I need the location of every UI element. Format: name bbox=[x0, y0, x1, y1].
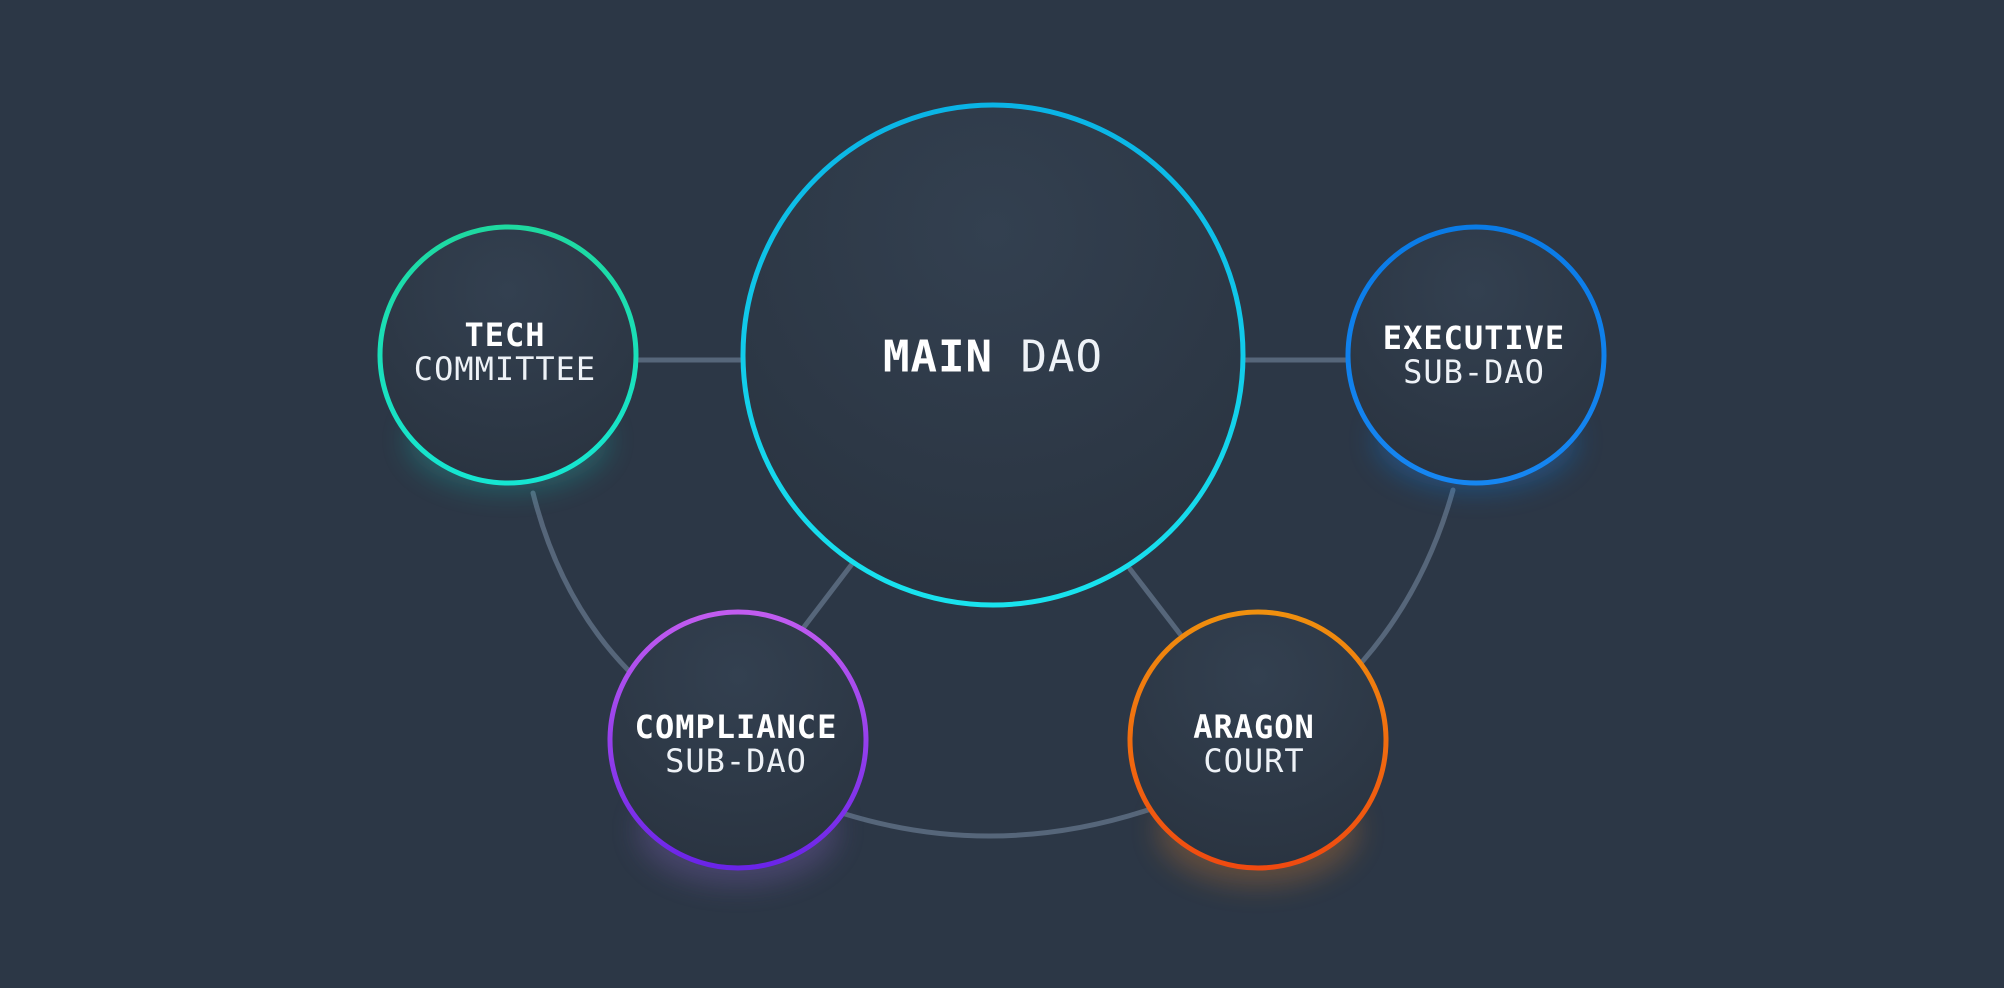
main-dao-node[interactable] bbox=[740, 102, 1246, 608]
executive-subdao-node[interactable] bbox=[1345, 224, 1607, 486]
connector-tech-compliance bbox=[530, 490, 631, 673]
connector-main-aragon bbox=[1127, 566, 1183, 637]
compliance-subdao-node[interactable] bbox=[607, 609, 869, 871]
connector-compliance-aragon bbox=[842, 807, 1151, 839]
aragon-court-node[interactable] bbox=[1127, 609, 1389, 871]
tech-committee-node[interactable] bbox=[377, 224, 639, 486]
connector-executive-aragon bbox=[1359, 487, 1456, 665]
connector-main-compliance bbox=[801, 561, 855, 630]
